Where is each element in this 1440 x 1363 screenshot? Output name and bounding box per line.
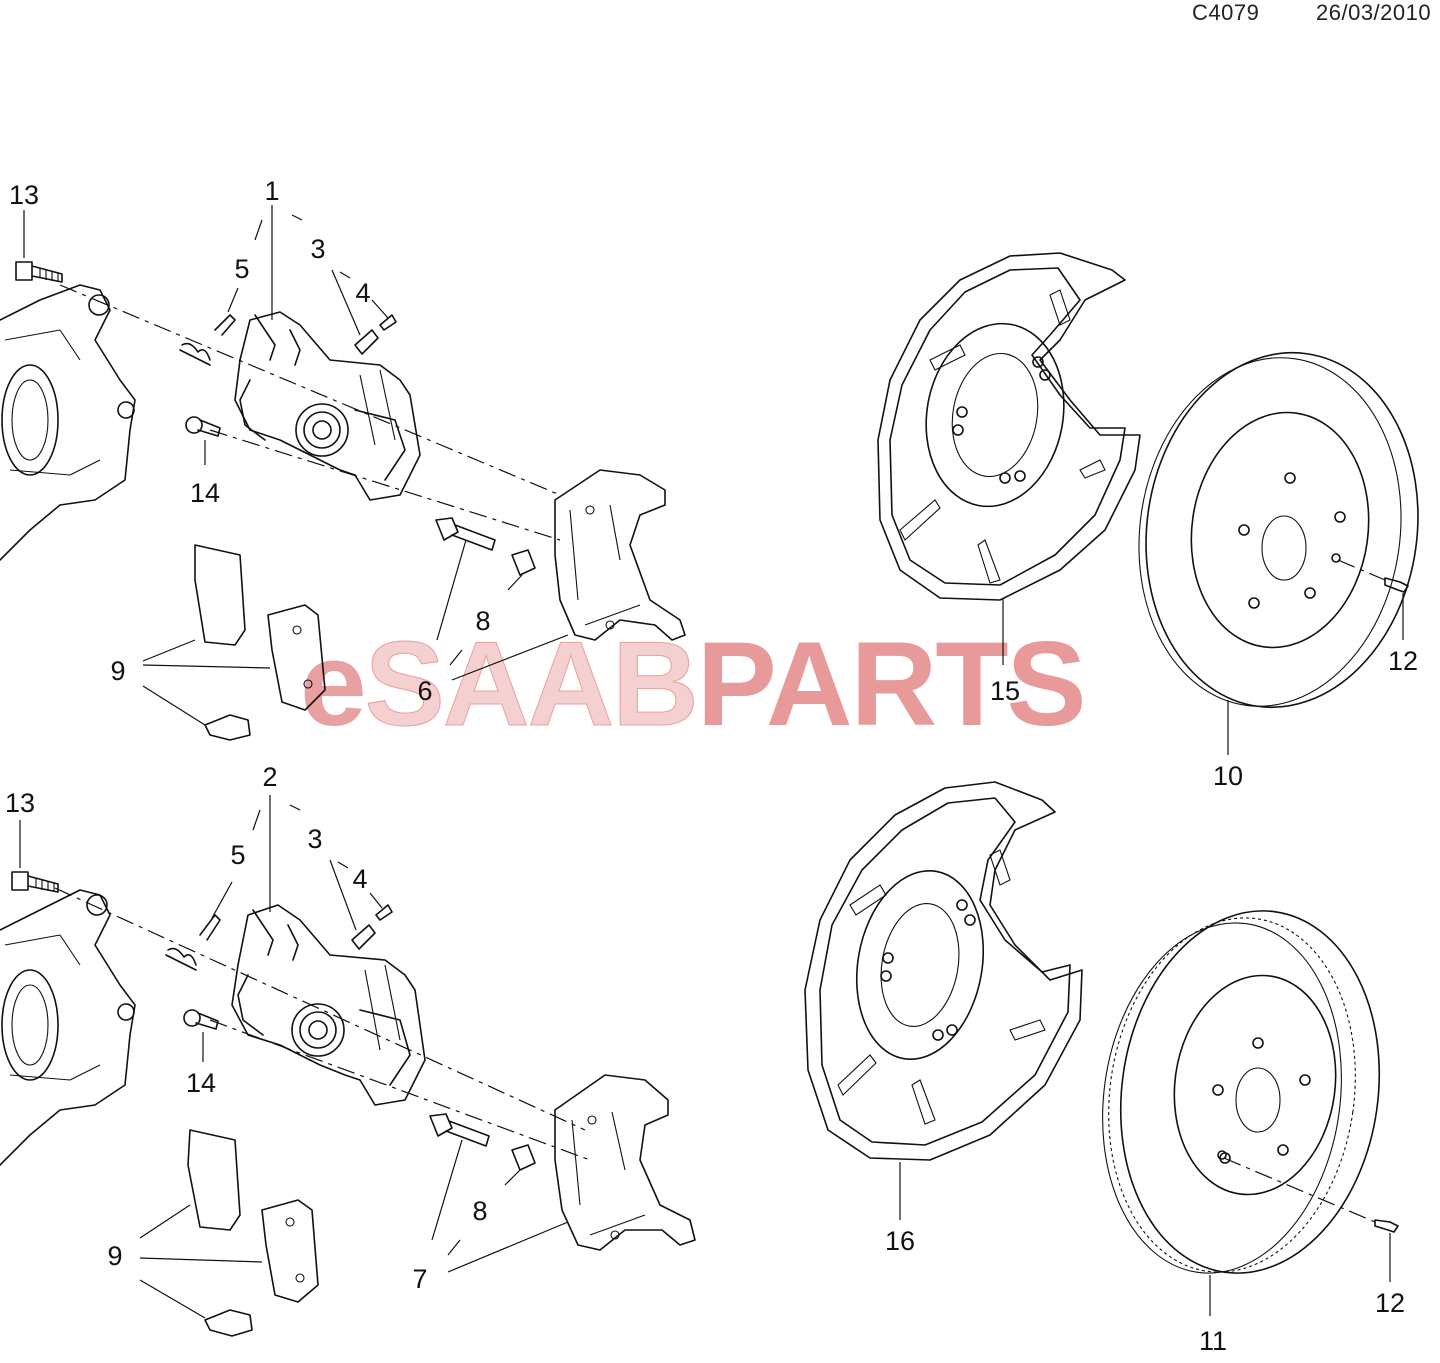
screw-12-upper: [1384, 577, 1409, 593]
axis-line-disc-11: [1223, 1157, 1376, 1223]
callout-11: 11: [1199, 1326, 1227, 1356]
leader-9-lower-b: [139, 1257, 263, 1263]
leader-6-upper-b: [451, 634, 569, 681]
axis-line-lower-1: [54, 887, 586, 1131]
leader-5-upper: [227, 287, 239, 313]
leader-9-upper-b: [142, 664, 271, 669]
spring-5-upper: [179, 314, 236, 366]
callout-1: 1: [264, 176, 279, 206]
caliper-1: [234, 311, 421, 501]
screw-12-lower: [1374, 1219, 1399, 1233]
watermark: eSAABPARTS: [300, 617, 1085, 751]
watermark-brand: SAAB: [365, 617, 697, 751]
brake-disc-10: [1138, 351, 1419, 709]
leader-8-upper: [507, 574, 523, 591]
leader-2-right: [289, 804, 301, 811]
leader-8-upper-b: [449, 649, 463, 666]
leader-8-lower: [504, 1169, 521, 1186]
callout-5-upper: 5: [234, 254, 249, 284]
spring-5-lower: [165, 914, 221, 971]
leader-4-upper: [371, 299, 389, 319]
callout-9-lower: 9: [107, 1241, 122, 1271]
callout-16: 16: [885, 1226, 915, 1256]
callout-12-upper: 12: [1388, 646, 1418, 676]
caliper-carrier-lower: [554, 1074, 696, 1251]
leader-9-upper-a: [142, 639, 196, 662]
leader-5-lower: [211, 881, 233, 919]
callout-13-upper: 13: [9, 180, 39, 210]
caliper-2: [231, 904, 426, 1106]
leader-9-upper-c: [142, 685, 206, 726]
steering-knuckle-upper: [0, 284, 136, 561]
dust-shield-15: [877, 252, 1141, 601]
leader-3-upper-b: [339, 271, 351, 279]
bolt-14-upper: [185, 416, 221, 437]
callout-6: 6: [417, 676, 432, 706]
axis-line-upper-1: [59, 284, 561, 496]
steering-knuckle-lower: [0, 889, 136, 1166]
guide-pin-upper: [435, 517, 536, 576]
callout-10: 10: [1213, 761, 1243, 791]
diagram-code: C4079: [1192, 0, 1260, 25]
bolt-14-lower: [183, 1009, 219, 1030]
brake-disc-11: [1102, 910, 1381, 1274]
callout-13-lower: 13: [5, 788, 35, 818]
brake-pads-upper: [194, 544, 326, 741]
leader-8-lower-b: [447, 1239, 461, 1256]
leader-1-left: [254, 219, 263, 241]
callout-4-lower: 4: [352, 864, 367, 894]
bleeder-screw-lower: [351, 904, 393, 950]
leader-4-lower: [369, 892, 383, 909]
leader-3-lower: [329, 859, 357, 931]
callout-7: 7: [412, 1264, 427, 1294]
bolt-13-lower: [11, 871, 59, 893]
callout-4-upper: 4: [355, 278, 370, 308]
leader-3-upper: [331, 269, 361, 336]
dust-shield-16: [804, 781, 1083, 1161]
leader-7-lower-b: [447, 1221, 569, 1273]
watermark-prefix: e: [300, 617, 365, 751]
callout-8-lower: 8: [472, 1196, 487, 1226]
leader-6-upper-a: [436, 539, 467, 641]
caliper-carrier-upper: [554, 469, 686, 641]
callout-14-upper: 14: [190, 478, 220, 508]
leader-9-lower-c: [139, 1279, 206, 1319]
bolt-13-upper: [15, 261, 63, 283]
callout-12-lower: 12: [1375, 1288, 1405, 1318]
guide-pin-lower: [429, 1113, 536, 1171]
leader-7-lower-a: [431, 1139, 463, 1241]
axis-line-upper-2: [209, 429, 561, 541]
leader-2-left: [252, 809, 261, 831]
lower-caliper-assembly: [0, 795, 696, 1337]
callout-14-lower: 14: [186, 1068, 216, 1098]
callout-8-upper: 8: [475, 606, 490, 636]
bleeder-screw-upper: [354, 314, 397, 355]
callout-5-lower: 5: [230, 840, 245, 870]
callout-15: 15: [990, 676, 1020, 706]
leader-9-lower-a: [139, 1204, 191, 1239]
leader-3-lower-b: [337, 861, 349, 869]
callout-2: 2: [262, 762, 277, 792]
watermark-suffix: PARTS: [697, 617, 1085, 751]
axis-line-disc-10: [1337, 559, 1386, 581]
upper-caliper-assembly: [0, 205, 686, 741]
callout-3-upper: 3: [310, 234, 325, 264]
diagram-date: 26/03/2010: [1316, 0, 1432, 25]
callout-9-upper: 9: [110, 656, 125, 686]
callout-3-lower: 3: [307, 824, 322, 854]
leader-1-right: [291, 214, 303, 221]
brake-pads-lower: [187, 1129, 319, 1337]
